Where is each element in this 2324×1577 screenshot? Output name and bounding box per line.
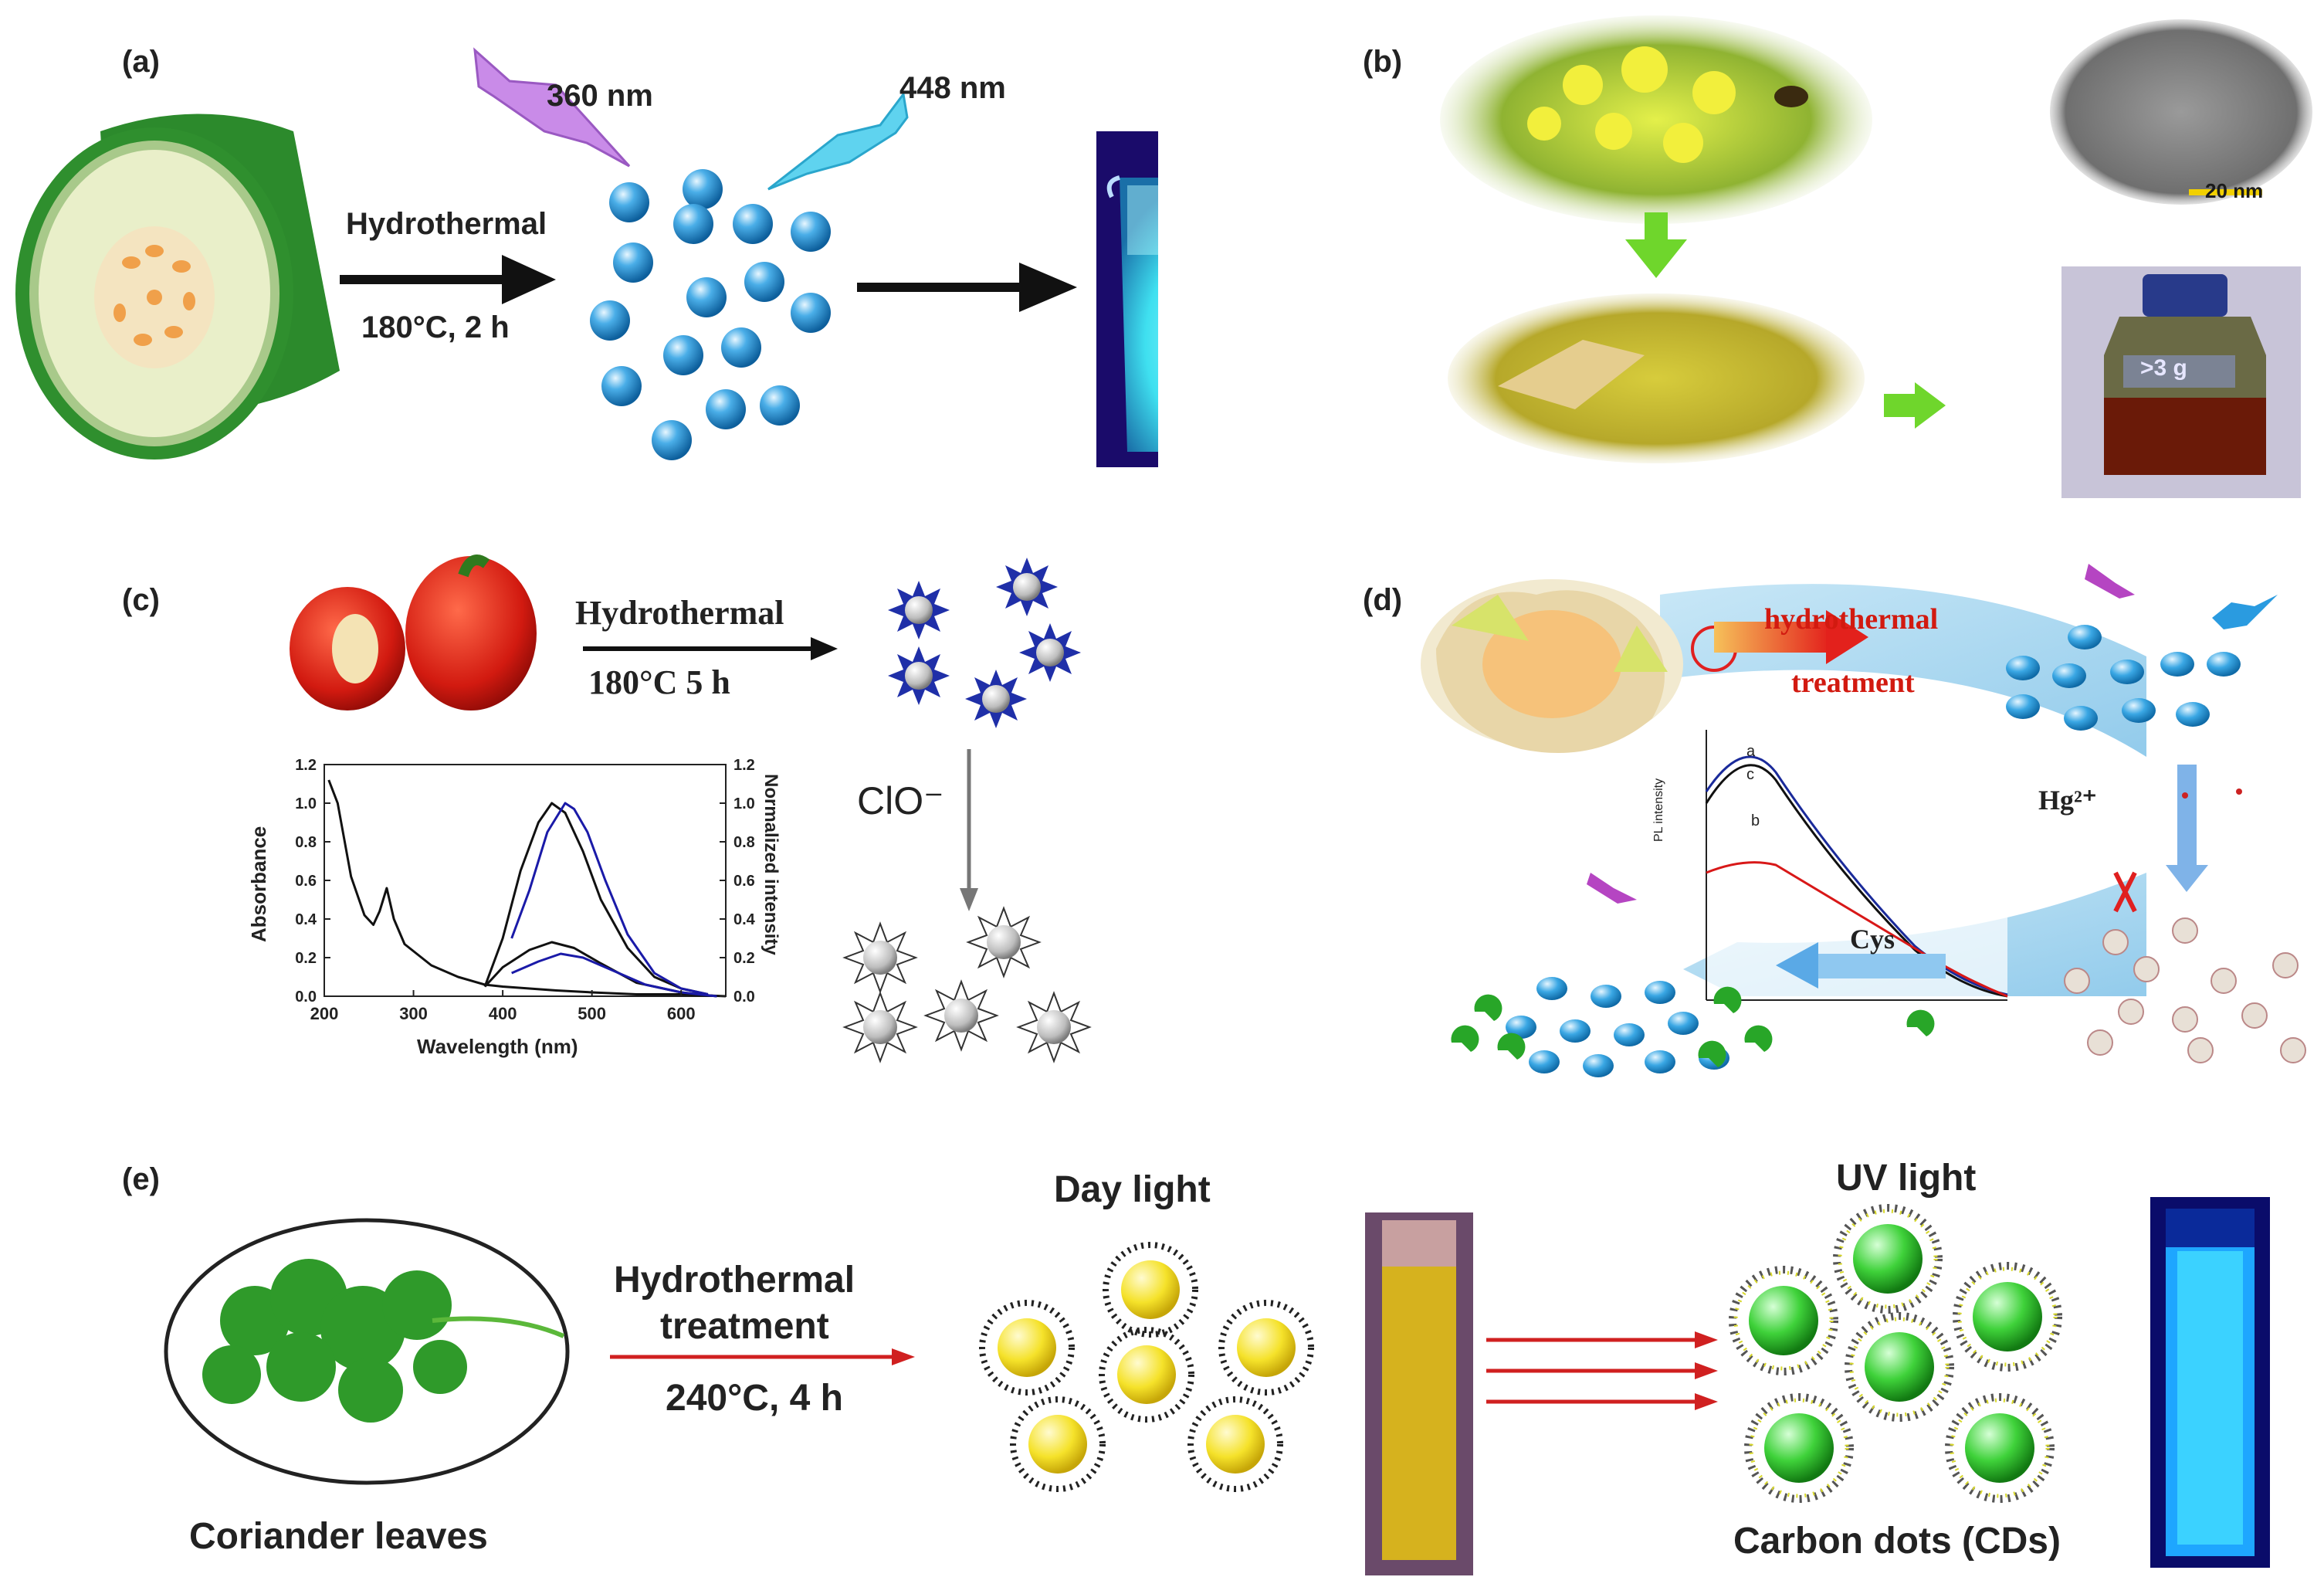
spectrum-series-4 <box>511 952 717 998</box>
x-tick-label: 400 <box>489 1004 517 1023</box>
bee-pollen-photo <box>1448 293 1865 463</box>
rapeseed-flower-photo <box>1440 15 1872 224</box>
panel-a-label: (a) <box>122 45 160 79</box>
y-tick-label-left: 1.2 <box>295 757 317 774</box>
tem-image <box>2050 19 2312 205</box>
panel-a-condition: 180°C, 2 h <box>361 310 510 344</box>
x-mark <box>2113 871 2137 913</box>
y-tick-label-right: 1.2 <box>733 757 755 774</box>
melon-slice <box>15 114 340 460</box>
y-tick-label-right: 0.8 <box>733 834 755 851</box>
chart-x-axis-label: Wavelength (nm) <box>417 1035 578 1058</box>
chart-y-axis-label-left: Absorbance <box>247 826 270 942</box>
panel-e-condition: 240°C, 4 h <box>666 1378 843 1419</box>
panel-d-step-treatment: treatment <box>1791 666 1915 699</box>
y-tick-label-left: 0.6 <box>295 873 317 890</box>
panel-d-graphic <box>1421 564 2306 1077</box>
bottle-label: >3 g <box>2140 355 2187 381</box>
hypochlorite-reagent: ClO⁻ <box>857 779 944 822</box>
y-tick-label-left: 0.8 <box>295 834 317 851</box>
panel-d-step-hydrothermal: hydrothermal <box>1764 603 1939 636</box>
panel-e-graphic <box>164 1197 2270 1575</box>
absorbance-emission-chart: 200 300 400 500 600 0.0 0.0 0.2 0.2 0.4 0.4 0.6 0.6 0… <box>295 757 756 1023</box>
panel-b-graphic <box>1440 15 2312 498</box>
carbon-dots-blue-top <box>2006 625 2241 731</box>
y-tick-label-right: 1.0 <box>733 795 755 812</box>
spectrum-series-1 <box>483 802 709 995</box>
inset-curve-a: a <box>1746 743 1756 760</box>
x-tick-label: 200 <box>310 1004 339 1023</box>
chart-y-axis-label-right: Normalized intensity <box>761 774 781 955</box>
pomelo-peel-photo <box>1421 579 1737 753</box>
beaker-photo-uv <box>1096 131 1158 467</box>
x-tick-label: 600 <box>667 1004 696 1023</box>
excitation-wavelength: 360 nm <box>547 79 653 113</box>
coriander-leaves-photo <box>164 1218 570 1485</box>
panel-b-label: (b) <box>1363 45 1403 79</box>
carbon-dots-restored <box>1506 977 1729 1077</box>
red-pepper-photo <box>290 554 537 710</box>
uv-light-label: UV light <box>1836 1158 1977 1199</box>
emission-wavelength: 448 nm <box>899 71 1006 105</box>
y-tick-label-left: 0.4 <box>295 911 317 928</box>
carbon-dot-cluster-blue <box>590 169 831 460</box>
panel-c-graphic <box>290 554 1090 1062</box>
cuvette-daylight <box>1365 1212 1473 1575</box>
coriander-leaves-label: Coriander leaves <box>189 1516 488 1557</box>
x-tick-label: 300 <box>399 1004 428 1023</box>
chart-frame <box>324 764 727 997</box>
mercury-ion: Hg²⁺ <box>2038 785 2097 816</box>
cuvette-uv <box>2150 1197 2270 1568</box>
inset-y-axis-label: PL intensity <box>1652 778 1665 842</box>
panel-c-label: (c) <box>122 583 160 617</box>
y-tick-label-right: 0.6 <box>733 873 755 890</box>
panel-c-condition: 180°C 5 h <box>588 663 730 701</box>
cysteine-reagent: Cys <box>1850 924 1895 955</box>
panel-e-method-line2: treatment <box>660 1306 829 1347</box>
y-tick-label-right: 0.4 <box>733 911 756 928</box>
panel-c-method: Hydrothermal <box>575 594 784 632</box>
y-tick-label-left: 0.2 <box>295 950 317 967</box>
tem-scale-bar-label: 20 nm <box>2205 179 2264 202</box>
y-tick-label-right: 0.2 <box>733 950 755 967</box>
inset-curve-b: b <box>1751 812 1760 829</box>
bottle-photo <box>2061 266 2301 498</box>
day-light-label: Day light <box>1054 1169 1211 1210</box>
panel-a-graphic <box>15 47 1158 467</box>
carbon-dots-label: Carbon dots (CDs) <box>1733 1521 2061 1562</box>
spectrum-series-2 <box>510 802 709 995</box>
panel-d-label: (d) <box>1363 583 1403 617</box>
spectrum-series-0 <box>327 779 727 998</box>
y-tick-label-left: 1.0 <box>295 795 317 812</box>
panel-e-label: (e) <box>122 1162 160 1196</box>
x-tick-label: 500 <box>578 1004 606 1023</box>
y-tick-label-left: 0.0 <box>295 989 317 1006</box>
panel-a-method: Hydrothermal <box>346 207 547 241</box>
panel-e-method-line1: Hydrothermal <box>614 1260 855 1301</box>
inset-curve-c: c <box>1746 766 1754 783</box>
y-tick-label-right: 0.0 <box>733 989 755 1006</box>
